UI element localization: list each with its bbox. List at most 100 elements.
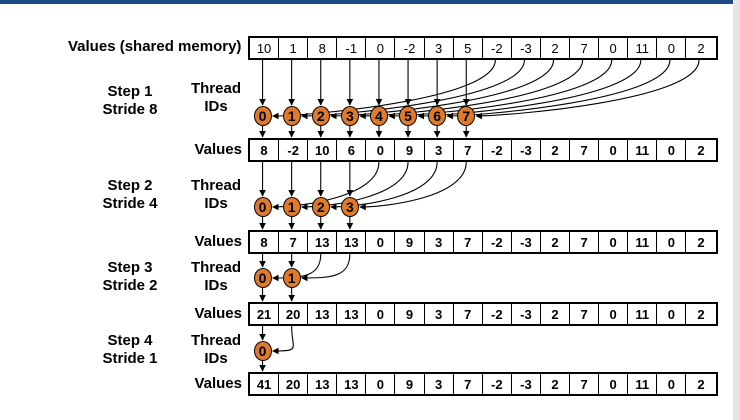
value-cell: 10 [308,140,338,160]
value-cell: -2 [483,38,512,58]
value-cell: 3 [425,304,454,324]
value-cell: 0 [657,38,687,58]
value-cell: -3 [512,140,541,160]
value-cell: 0 [599,304,629,324]
value-cell: 2 [697,234,705,250]
thread-id-circle: 4 [369,106,388,126]
value-cell: 7 [570,304,600,324]
value-cell: 1 [279,38,309,58]
shared-memory-label: Values (shared memory) [68,38,242,55]
value-cell: -2 [483,374,512,394]
value-cell: 7 [454,232,483,252]
value-cell: 9 [395,232,425,252]
value-cell: 0 [599,38,629,58]
value-cell: -2 [483,232,512,252]
value-cell: 0 [366,304,396,324]
value-cell: 13 [308,304,338,324]
thread-id-circle: 7 [457,106,476,126]
value-cell: 13 [337,232,367,252]
thread-id-circle: 3 [340,106,359,126]
values-label-1: Values [194,141,242,158]
value-cell: 0 [657,232,687,252]
value-cell: 11 [628,304,658,324]
value-cell: -2 [483,304,512,324]
slide-header-bar [0,0,740,4]
value-cell: 0 [657,374,687,394]
value-cell: 0 [599,374,629,394]
arrow-partner-value [300,253,351,282]
value-cell: 7 [454,304,483,324]
value-cell: 10 [250,38,280,58]
value-cell: 2 [697,40,705,56]
value-cell: 21 [250,304,280,324]
thread-id-circle: 5 [399,106,418,126]
arrow-partner-value [475,59,700,120]
value-cell: 0 [657,140,687,160]
value-cell: 3 [425,140,454,160]
thread-id-circle: 0 [253,268,272,288]
value-cell: -2 [483,140,512,160]
value-cell: 20 [279,304,309,324]
arrow-partner-value [271,253,322,282]
value-cell: 3 [425,232,454,252]
thread-id-circle: 0 [253,197,272,217]
value-cell: 2 [541,140,571,160]
arrow-partner-value [271,325,294,355]
thread-id-circle: 0 [253,341,272,361]
value-cell: 41 [250,374,280,394]
value-cell: 8 [308,38,338,58]
value-cell: 8 [250,140,280,160]
value-cell: 7 [570,38,600,58]
values-label-3: Values [194,305,242,322]
value-cell: 13 [308,374,338,394]
value-cell: 2 [541,374,571,394]
value-cell: 5 [454,38,483,58]
value-cell: 13 [308,232,338,252]
value-cell: -1 [337,38,367,58]
thread-id-circle: 3 [340,197,359,217]
value-cell: 11 [628,232,658,252]
thread-id-circle: 2 [311,197,330,217]
values-label-4: Values [194,375,242,392]
value-cell: 9 [395,304,425,324]
value-cell: 0 [599,140,629,160]
value-cell: 13 [337,304,367,324]
value-cell: 7 [279,232,309,252]
value-cell: 11 [628,140,658,160]
scrollbar-track[interactable] [733,0,740,420]
value-cell: 7 [570,232,600,252]
value-cell: 7 [454,374,483,394]
value-cell: 3 [425,38,454,58]
value-cell: 13 [337,374,367,394]
value-cell: 0 [657,304,687,324]
value-cell: -2 [279,140,309,160]
value-cell: 8 [250,232,280,252]
value-cell: 7 [570,374,600,394]
thread-id-circle: 2 [311,106,330,126]
value-cell: 0 [366,232,396,252]
thread-id-circle: 1 [282,197,301,217]
value-cell: -2 [395,38,425,58]
value-cell: 7 [570,140,600,160]
value-cell: 0 [599,232,629,252]
thread-id-circle: 6 [428,106,447,126]
value-cell: -3 [512,374,541,394]
value-cell: 2 [541,232,571,252]
value-cell: -3 [512,38,541,58]
value-cell: -3 [512,232,541,252]
thread-id-circle: 0 [253,106,272,126]
value-cell: -3 [512,304,541,324]
value-cell: 2 [541,38,571,58]
